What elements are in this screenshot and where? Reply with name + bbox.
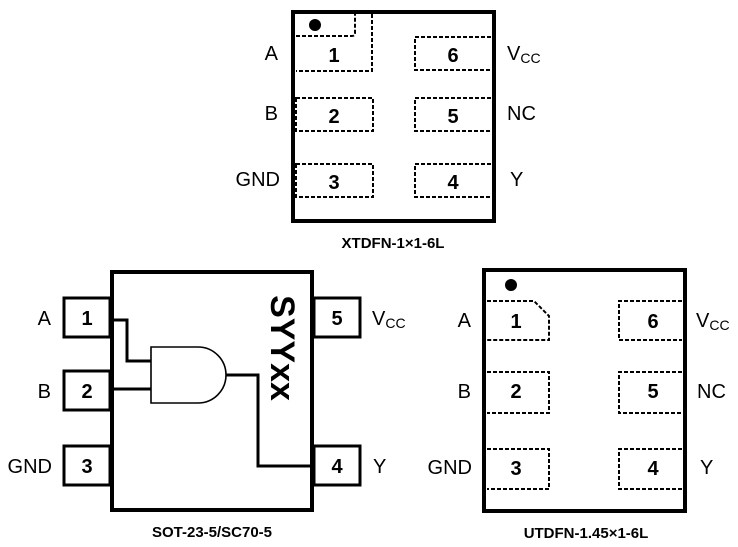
sot23-signal-label: Y	[373, 456, 386, 478]
sot23-signal-label: A	[38, 308, 52, 330]
utdfn-pin-number: 4	[647, 458, 659, 480]
xtdfn-pad-1	[296, 14, 373, 72]
utdfn-pad-1	[487, 300, 550, 341]
utdfn-signal-label: NC	[697, 381, 726, 403]
sot23-caption: SOT-23-5/SC70-5	[152, 524, 272, 541]
sot23-lead-3	[62, 444, 112, 487]
utdfn-signal-label: VCC	[696, 310, 730, 333]
sot23-body	[110, 270, 314, 512]
xtdfn-caption: XTDFN-1×1-6L	[342, 235, 445, 252]
sot23-pin-number: 3	[81, 456, 92, 478]
xtdfn-pin-number: 4	[447, 172, 459, 194]
sot23-pin-number: 1	[81, 308, 92, 330]
sot23-signal-label: VCC	[372, 308, 406, 331]
utdfn-pad-5	[618, 371, 682, 414]
xtdfn-pad-3	[295, 163, 374, 198]
utdfn-body	[482, 268, 687, 513]
and-gate-symbol	[150, 346, 227, 404]
utdfn-pin-number: 5	[647, 381, 658, 403]
sot23-signal-label: GND	[8, 456, 52, 478]
utdfn-pin-number: 3	[510, 458, 521, 480]
utdfn-pin-number: 2	[510, 381, 521, 403]
xtdfn-pad-6	[414, 36, 491, 71]
device-marking: SYYxx	[263, 295, 301, 401]
xtdfn-signal-label: GND	[236, 169, 280, 191]
utdfn-pad-6	[618, 300, 682, 341]
xtdfn-signal-label: A	[265, 43, 279, 65]
utdfn-pad-3	[487, 448, 550, 490]
utdfn-package: 1 2 3 4 5 6 A B GND Y NC VCC UTDFN-1.45×…	[428, 268, 730, 542]
sot23-package: SYYxx 1 2 3 4 5 A B GND Y VCC SOT-23-5/S…	[8, 270, 406, 541]
xtdfn-pin-number: 1	[328, 45, 339, 67]
xtdfn-package: 1 2 3 4 5 6 A B GND Y NC VCC XTDFN-1×1-6…	[236, 10, 541, 252]
utdfn-signal-label: A	[458, 310, 472, 332]
wire-a	[112, 318, 151, 363]
utdfn-signal-label: Y	[700, 457, 713, 479]
xtdfn-signal-label: B	[265, 103, 278, 125]
utdfn-pin-number: 6	[647, 311, 658, 333]
xtdfn-signal-label: NC	[507, 103, 536, 125]
utdfn-signal-label: GND	[428, 457, 472, 479]
xtdfn-pin-number: 2	[328, 106, 339, 128]
pin1-indicator-dot	[505, 279, 517, 291]
xtdfn-signal-label: Y	[510, 169, 523, 191]
xtdfn-pad-2	[295, 97, 374, 132]
xtdfn-pin-number: 3	[328, 172, 339, 194]
utdfn-pad-2	[487, 371, 550, 414]
utdfn-signal-label: B	[458, 381, 471, 403]
wire-y	[226, 373, 312, 468]
utdfn-pad-4	[618, 448, 682, 490]
sot23-lead-1	[62, 296, 112, 339]
xtdfn-pad-4	[414, 163, 491, 198]
xtdfn-pad-5	[414, 97, 491, 132]
sot23-pin-number: 2	[81, 381, 92, 403]
sot23-pin-number: 4	[331, 456, 343, 478]
utdfn-pin-number: 1	[510, 311, 521, 333]
xtdfn-signal-label: VCC	[507, 43, 541, 66]
utdfn-caption: UTDFN-1.45×1-6L	[524, 525, 649, 542]
sot23-signal-label: B	[38, 381, 51, 403]
pin1-indicator-dot	[309, 19, 321, 31]
xtdfn-body	[291, 10, 496, 223]
xtdfn-pin-number: 6	[447, 45, 458, 67]
sot23-pin-number: 5	[331, 308, 342, 330]
xtdfn-pin-number: 5	[447, 106, 458, 128]
